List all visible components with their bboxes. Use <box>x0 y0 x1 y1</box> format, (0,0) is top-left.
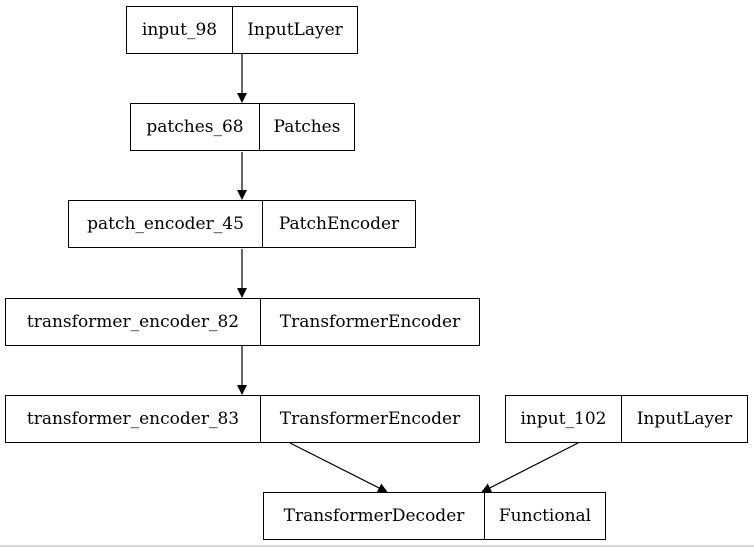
node-name: TransformerDecoder <box>264 493 485 539</box>
node-patches-68[interactable]: patches_68 Patches <box>130 103 355 151</box>
node-type: Functional <box>498 506 592 526</box>
node-name: transformer_encoder_83 <box>6 396 261 442</box>
node-name: patch_encoder_45 <box>69 201 263 247</box>
node-name: patches_68 <box>131 104 260 150</box>
node-name: input_102 <box>506 396 622 442</box>
node-transformer-encoder-83[interactable]: transformer_encoder_83 TransformerEncode… <box>5 395 480 443</box>
node-name: transformer_encoder_82 <box>6 299 261 345</box>
node-type: PatchEncoder <box>278 214 400 234</box>
node-name: input_98 <box>127 7 233 53</box>
edge-input-102-to-decoder <box>481 442 579 493</box>
edge-transformer-encoder-83-to-decoder <box>289 442 388 493</box>
node-type: InputLayer <box>247 20 343 40</box>
node-patch-encoder-45[interactable]: patch_encoder_45 PatchEncoder <box>68 200 416 248</box>
node-transformer-decoder[interactable]: TransformerDecoder Functional <box>263 492 606 540</box>
node-type: TransformerEncoder <box>279 409 461 429</box>
bottom-divider <box>0 545 754 547</box>
node-input-98[interactable]: input_98 InputLayer <box>126 6 358 54</box>
node-type: Patches <box>273 117 341 137</box>
node-type: InputLayer <box>636 409 733 429</box>
node-input-102[interactable]: input_102 InputLayer <box>505 395 748 443</box>
node-transformer-encoder-82[interactable]: transformer_encoder_82 TransformerEncode… <box>5 298 480 346</box>
node-type: TransformerEncoder <box>279 312 461 332</box>
